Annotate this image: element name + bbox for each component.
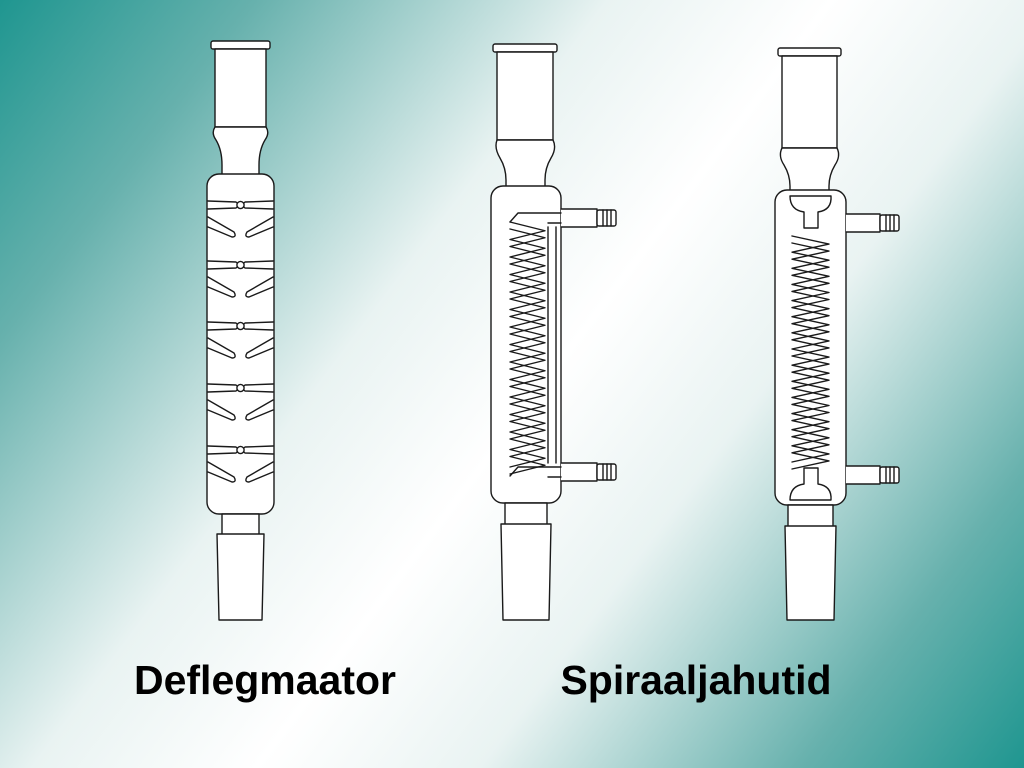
dephlegmator-illustration <box>206 40 275 621</box>
coil-condenser-2-illustration <box>774 47 900 621</box>
coil-2-inner <box>791 242 830 470</box>
coil-1 <box>509 221 546 468</box>
coil-1-inner <box>509 228 546 475</box>
vigreux-indentations <box>207 200 274 483</box>
coil-condenser-1-illustration <box>490 43 617 621</box>
caption-coil-condensers: Spiraaljahutid <box>560 657 832 703</box>
coil-2 <box>791 235 830 463</box>
caption-dephlegmator: Deflegmaator <box>133 657 397 703</box>
